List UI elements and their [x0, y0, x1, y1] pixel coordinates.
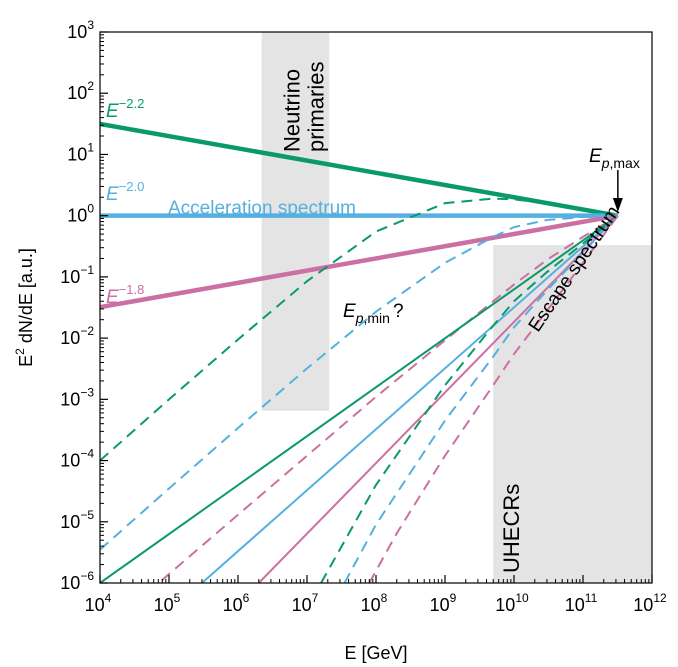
x-tick-label: 104 [85, 591, 112, 615]
shaded-band-1 [261, 32, 330, 411]
y-tick-label: 101 [67, 140, 94, 164]
x-tick-label: 107 [292, 591, 319, 615]
series-line-12 [368, 215, 619, 583]
band-label-uhecrs: UHECRs [499, 484, 524, 573]
y-tick-label: 10−1 [60, 263, 94, 287]
series-lines [100, 121, 619, 583]
ep-min-label: Ep,min? [343, 301, 404, 326]
x-tick-label: 1010 [495, 591, 529, 615]
blue-power-law-label: E−2.0 [106, 179, 144, 205]
series-line-4 [100, 197, 619, 462]
x-axis-label: E [GeV] [344, 643, 407, 663]
y-tick-label: 10−2 [60, 324, 94, 348]
y-tick-label: 10−3 [60, 385, 94, 409]
series-line-11 [343, 214, 619, 583]
series-line-3 [100, 213, 619, 310]
series-line-8 [201, 214, 619, 583]
band-label-neutrino-primaries: Neutrinoprimaries [280, 62, 329, 152]
x-tick-label: 105 [154, 591, 181, 615]
green-power-law-label: E−2.2 [106, 96, 144, 122]
acceleration-spectrum-label: Acceleration spectrum [168, 198, 356, 219]
ep-max-label: Ep,max [589, 146, 640, 171]
series-line-5 [100, 214, 618, 551]
axis-ticks: 104 105 106 107 108 109 1010 1011 1012 10−6 10−5 10… [60, 18, 667, 615]
y-tick-label: 102 [67, 79, 94, 103]
x-tick-label: 1011 [565, 591, 598, 615]
ep-max-arrowhead [612, 198, 623, 212]
series-line-7 [100, 214, 619, 583]
x-tick-label: 108 [361, 591, 388, 615]
y-tick-label: 100 [67, 202, 94, 226]
series-line-1 [100, 121, 619, 218]
x-tick-label: 1012 [633, 591, 667, 615]
x-tick-label: 109 [430, 591, 457, 615]
series-line-10 [320, 214, 619, 583]
y-tick-label: 103 [67, 18, 94, 42]
y-tick-label: 10−4 [60, 447, 94, 471]
series-line-9 [258, 214, 619, 583]
y-tick-label: 10−5 [60, 508, 94, 532]
pink-power-law-label: E−1.8 [106, 282, 144, 308]
y-tick-label: 10−6 [60, 569, 94, 593]
x-tick-label: 106 [223, 591, 250, 615]
y-axis-label: E2 dN/dE [a.u.] [13, 248, 36, 367]
